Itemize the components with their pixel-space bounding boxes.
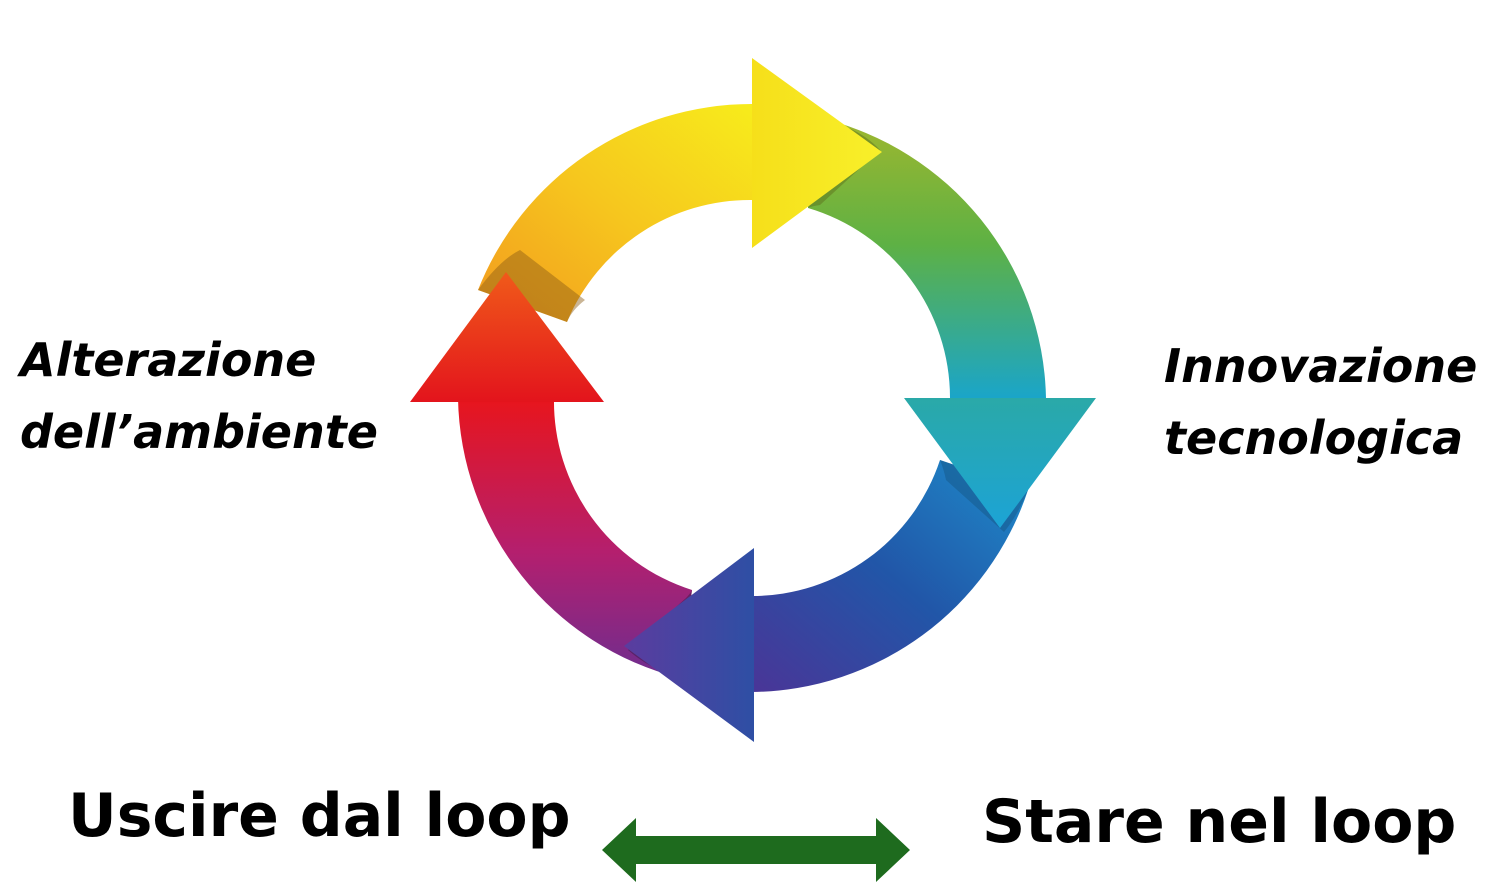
label-left-line1: Alterazione [20,333,317,387]
label-stay-in-loop: Stare nel loop [982,787,1457,857]
cycle-arrow-head-indigo [624,548,754,742]
label-right-line2: tecnologica [1164,411,1464,465]
cycle-shadow-top-left [478,250,585,322]
cycle-segment-purple [458,398,692,678]
label-environment-alteration: Alterazione dell’ambiente [20,324,378,468]
double-headed-arrow-icon [602,818,910,882]
cycle-segment-green [808,118,1046,398]
cycle-segment-blue [752,460,1028,692]
label-technological-innovation: Innovazione tecnologica [1164,330,1477,474]
cycle-arrow-head-red [410,272,604,402]
label-exit-loop: Uscire dal loop [68,781,571,851]
double-arrow-shape [602,818,910,882]
label-left-line2: dell’ambiente [20,405,378,459]
cycle-arrow-head-teal [904,398,1096,528]
label-right-line1: Innovazione [1164,339,1478,393]
cycle-arrow-head-yellow [752,58,882,248]
cycle-segment-yellow [478,103,752,322]
